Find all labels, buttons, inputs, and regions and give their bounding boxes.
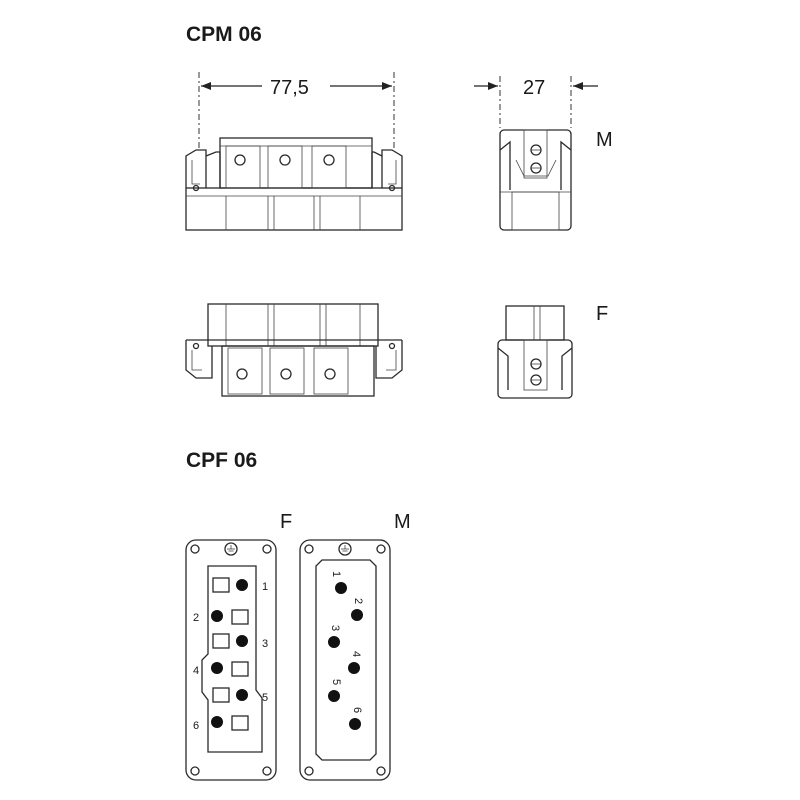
cpf-title: CPF 06 bbox=[186, 449, 257, 472]
screw-icon bbox=[280, 368, 292, 380]
female-pin-number: 1 bbox=[262, 581, 268, 593]
male-pin-number: 3 bbox=[329, 625, 341, 631]
label-female-side: F bbox=[596, 303, 608, 325]
dimension-depth: 27 bbox=[474, 76, 598, 128]
label-male-side: M bbox=[596, 129, 613, 151]
contact-socket-icon bbox=[212, 687, 230, 703]
female-insert-front-view bbox=[185, 303, 403, 397]
contact-socket-icon bbox=[212, 577, 230, 593]
cpm-title: CPM 06 bbox=[186, 23, 262, 46]
screw-icon bbox=[236, 368, 248, 380]
contact-socket-icon bbox=[231, 609, 249, 625]
male-pin-number: 6 bbox=[351, 707, 363, 713]
contact-socket-icon bbox=[231, 715, 249, 731]
male-pin-number: 5 bbox=[330, 679, 342, 685]
screw-icon bbox=[323, 154, 335, 166]
contact-pin-icon bbox=[349, 718, 361, 730]
contact-pin-icon bbox=[328, 636, 340, 648]
female-pin-number: 6 bbox=[193, 720, 199, 732]
male-contact-face: 1 2 3 4 5 6 bbox=[299, 539, 391, 781]
contact-pin-icon bbox=[211, 610, 223, 622]
screw-icon bbox=[324, 368, 336, 380]
screw-icon bbox=[234, 154, 246, 166]
contact-pin-icon bbox=[236, 579, 248, 591]
dimension-width-value: 77,5 bbox=[270, 77, 309, 99]
contact-pin-icon bbox=[351, 609, 363, 621]
contact-pin-icon bbox=[335, 582, 347, 594]
contact-pin-icon bbox=[211, 662, 223, 674]
screw-icon bbox=[279, 154, 291, 166]
male-insert-front-view bbox=[185, 137, 403, 231]
male-insert-side-view bbox=[499, 129, 572, 231]
contact-socket-icon bbox=[231, 661, 249, 677]
female-pin-number: 5 bbox=[262, 692, 268, 704]
label-male-face: M bbox=[394, 511, 411, 533]
female-pin-number: 4 bbox=[193, 665, 199, 677]
male-pin-number: 1 bbox=[330, 571, 342, 577]
contact-pin-icon bbox=[211, 716, 223, 728]
female-insert-side-view bbox=[497, 305, 573, 399]
female-pin-number: 3 bbox=[262, 638, 268, 650]
dimension-depth-value: 27 bbox=[523, 77, 545, 99]
contact-socket-icon bbox=[212, 633, 230, 649]
contact-pin-icon bbox=[348, 662, 360, 674]
male-pin-number: 2 bbox=[352, 598, 364, 604]
ground-symbol-icon bbox=[224, 542, 238, 556]
male-pin-number: 4 bbox=[350, 651, 362, 657]
label-female-face: F bbox=[280, 511, 292, 533]
contact-pin-icon bbox=[236, 635, 248, 647]
dimension-width: 77,5 bbox=[198, 72, 395, 150]
contact-pin-icon bbox=[328, 690, 340, 702]
female-pin-number: 2 bbox=[193, 612, 199, 624]
ground-symbol-icon bbox=[338, 542, 352, 556]
contact-pin-icon bbox=[236, 689, 248, 701]
female-contact-face: 1 2 3 4 5 6 bbox=[185, 539, 277, 781]
